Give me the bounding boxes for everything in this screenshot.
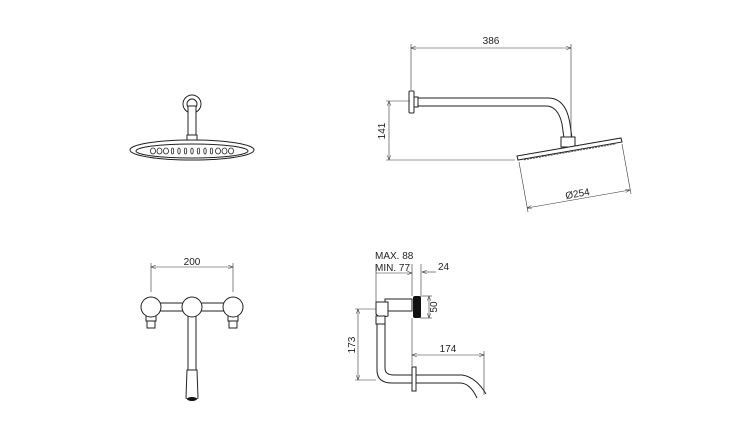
nozzle: [183, 147, 188, 155]
dimension-min-77: MIN. 77: [375, 263, 410, 274]
shower-arm-side-view: 386 141 Ø254: [377, 36, 632, 213]
nozzle: [163, 147, 169, 155]
dimension-141: 141: [377, 122, 388, 139]
nozzle: [150, 147, 156, 155]
nozzle: [228, 147, 234, 155]
mixer-side-view: MAX. 88 MIN. 77 24 50 173 174: [347, 251, 487, 399]
mixer-front-view: 200: [140, 257, 244, 401]
nozzle: [196, 147, 201, 155]
nozzle: [203, 147, 207, 155]
dimension-max-88: MAX. 88: [375, 251, 414, 262]
dimension-173: 173: [347, 336, 358, 353]
shower-head-front-view: [129, 94, 255, 161]
nozzle: [215, 147, 221, 155]
dimension-24: 24: [438, 262, 450, 273]
nozzle: [177, 147, 181, 155]
dimension-386: 386: [483, 36, 500, 47]
nozzle: [190, 147, 194, 155]
dimension-50: 50: [429, 301, 440, 313]
dimension-200: 200: [184, 257, 201, 268]
nozzle: [170, 147, 175, 155]
dimension-174: 174: [440, 344, 457, 355]
nozzle: [209, 147, 214, 155]
dimension-diameter-254: Ø254: [565, 187, 591, 202]
nozzle: [221, 147, 228, 155]
nozzle: [156, 147, 163, 155]
